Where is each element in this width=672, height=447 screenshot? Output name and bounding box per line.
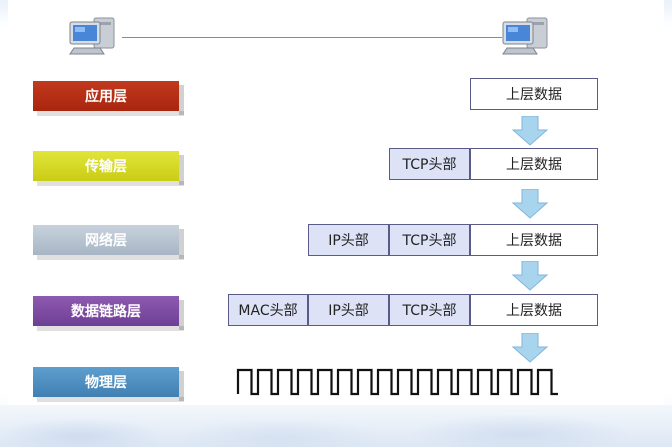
layer-network: 网络层 [33,225,184,260]
arrow-down-icon [511,116,549,146]
link-upper-data-label: 上层数据 [506,303,562,319]
network-tcp-header-cell: TCP头部 [389,224,470,256]
arrow-down-icon [511,333,549,363]
link-tcp-header-label: TCP头部 [402,303,457,319]
arrow-down-icon [511,261,549,291]
link-tcp-header-cell: TCP头部 [389,294,470,326]
transport-tcp-header-cell: TCP头部 [389,148,470,180]
link-ip-header-cell: IP头部 [308,294,389,326]
app-upper-data-cell: 上层数据 [470,78,598,110]
layer-transport: 传输层 [33,151,184,186]
link-mac-header-cell: MAC头部 [228,294,308,326]
transport-upper-data-cell: 上层数据 [470,148,598,180]
layer-physical: 物理层 [33,367,184,402]
network-tcp-header-label: TCP头部 [402,233,457,249]
layer-transport-label: 传输层 [85,159,127,175]
transport-tcp-header-label: TCP头部 [402,157,457,173]
arrow-down-icon [511,189,549,219]
transport-upper-data-label: 上层数据 [506,157,562,173]
link-ip-header-label: IP头部 [328,303,369,319]
network-upper-data-label: 上层数据 [506,233,562,249]
square-wave-icon [236,364,572,398]
receiver-computer-icon [499,12,557,58]
network-ip-header-cell: IP头部 [308,224,389,256]
link-mac-header-label: MAC头部 [238,303,298,319]
app-upper-data-label: 上层数据 [506,87,562,103]
background-cloud [0,405,672,447]
sender-computer-icon [66,12,124,58]
layer-network-label: 网络层 [85,233,127,249]
layer-application: 应用层 [33,81,184,116]
layer-datalink: 数据链路层 [33,296,184,331]
layer-physical-label: 物理层 [85,375,127,391]
network-link-line [122,37,502,38]
network-upper-data-cell: 上层数据 [470,224,598,256]
layer-application-label: 应用层 [85,89,127,105]
layer-datalink-label: 数据链路层 [71,304,141,320]
diagram-canvas [8,0,664,430]
link-upper-data-cell: 上层数据 [470,294,598,326]
network-ip-header-label: IP头部 [328,233,369,249]
